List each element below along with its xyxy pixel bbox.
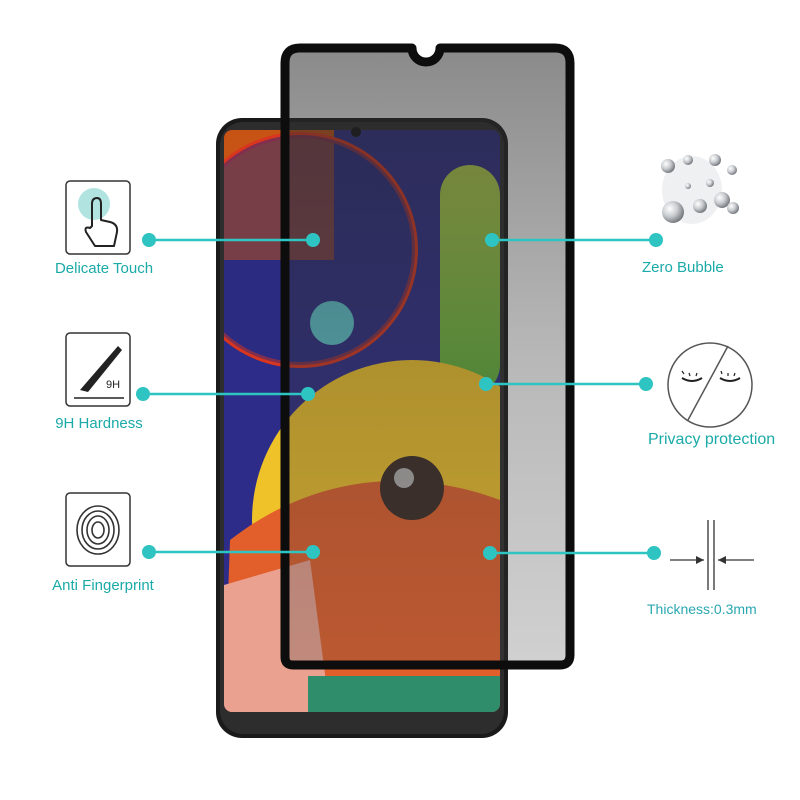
privacy-eye-icon: [667, 342, 753, 428]
feature-label-hardness: 9H Hardness: [55, 415, 143, 432]
thickness-arrows-icon: [670, 520, 754, 590]
callout-lines: [136, 233, 663, 560]
hardness-badge-text: 9H: [106, 379, 120, 391]
feature-label-delicate-touch: Delicate Touch: [54, 260, 154, 277]
water-drops-icon: [661, 154, 739, 224]
hardness-icon: 9H: [65, 332, 131, 407]
screen-protector: [280, 43, 575, 670]
feature-label-anti-fingerprint: Anti Fingerprint: [52, 577, 154, 594]
fingerprint-icon: [65, 492, 131, 567]
feature-label-thickness: Thickness:0.3mm: [647, 601, 757, 617]
feature-label-privacy: Privacy protection: [648, 431, 776, 448]
feature-label-zero-bubble: Zero Bubble: [642, 259, 724, 276]
touch-icon: [65, 180, 131, 255]
